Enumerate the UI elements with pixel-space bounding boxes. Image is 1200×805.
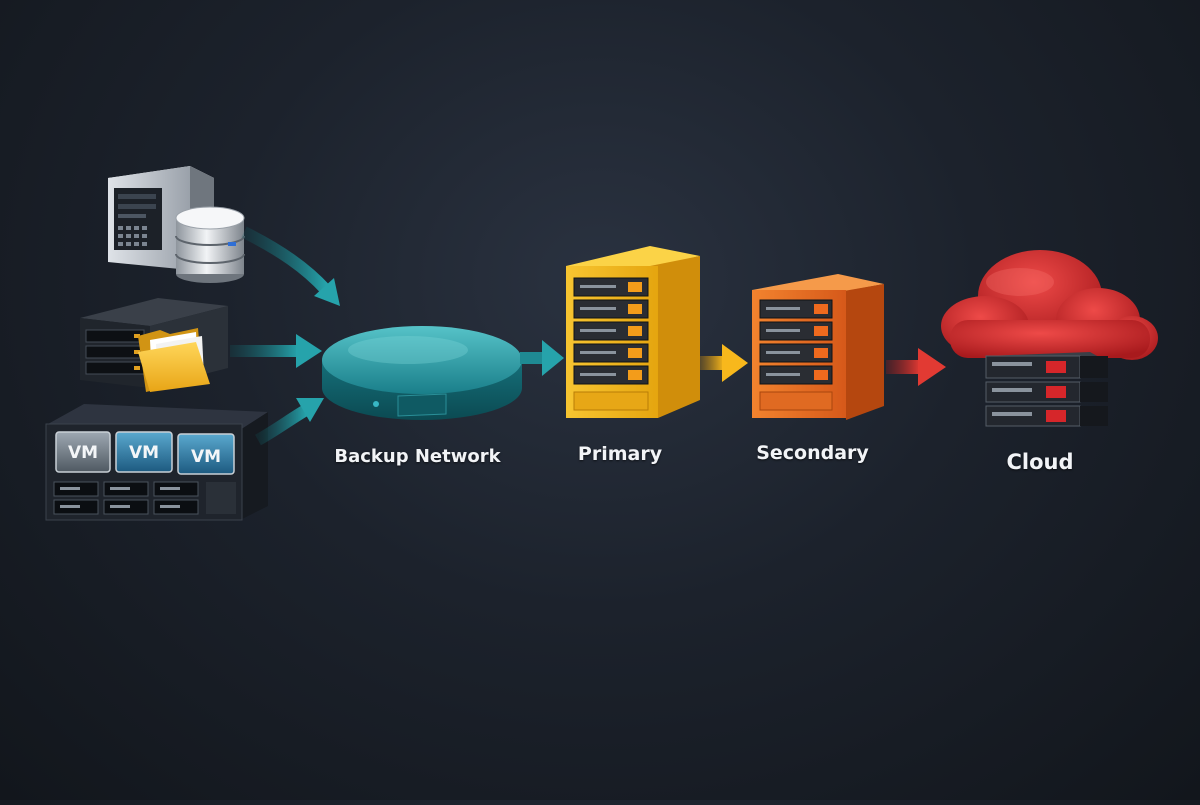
- flow-arrow: [520, 340, 564, 376]
- secondary-label: Secondary: [756, 442, 869, 464]
- server-database-icon: [108, 166, 245, 283]
- vm-label: VM: [129, 443, 159, 463]
- backup-network-label: Backup Network: [334, 446, 501, 467]
- cloud-server-unit: [985, 405, 1108, 427]
- cloud-server-icon: [941, 250, 1158, 427]
- primary-label: Primary: [577, 443, 663, 465]
- network-disk-icon: [322, 326, 522, 420]
- flow-arrow: [241, 226, 340, 306]
- flow-arrow: [700, 344, 748, 382]
- cloud-server-unit: [985, 381, 1108, 403]
- vm-screen: VM: [55, 431, 111, 473]
- flow-arrow: [230, 334, 322, 368]
- storage-rack-icon: [752, 274, 884, 420]
- vm-screen: VM: [115, 431, 173, 473]
- cloud-label: Cloud: [1006, 450, 1074, 474]
- storage-rack-icon: [566, 246, 700, 418]
- vm-host-icon: VM VM VM: [45, 404, 268, 521]
- cloud-server-unit: [985, 352, 1108, 379]
- flow-arrow: [255, 398, 324, 446]
- vm-label: VM: [191, 447, 221, 467]
- flow-arrow: [886, 348, 946, 386]
- vm-screen: VM: [177, 433, 235, 475]
- vm-label: VM: [68, 443, 98, 463]
- file-server-folder-icon: [80, 298, 228, 392]
